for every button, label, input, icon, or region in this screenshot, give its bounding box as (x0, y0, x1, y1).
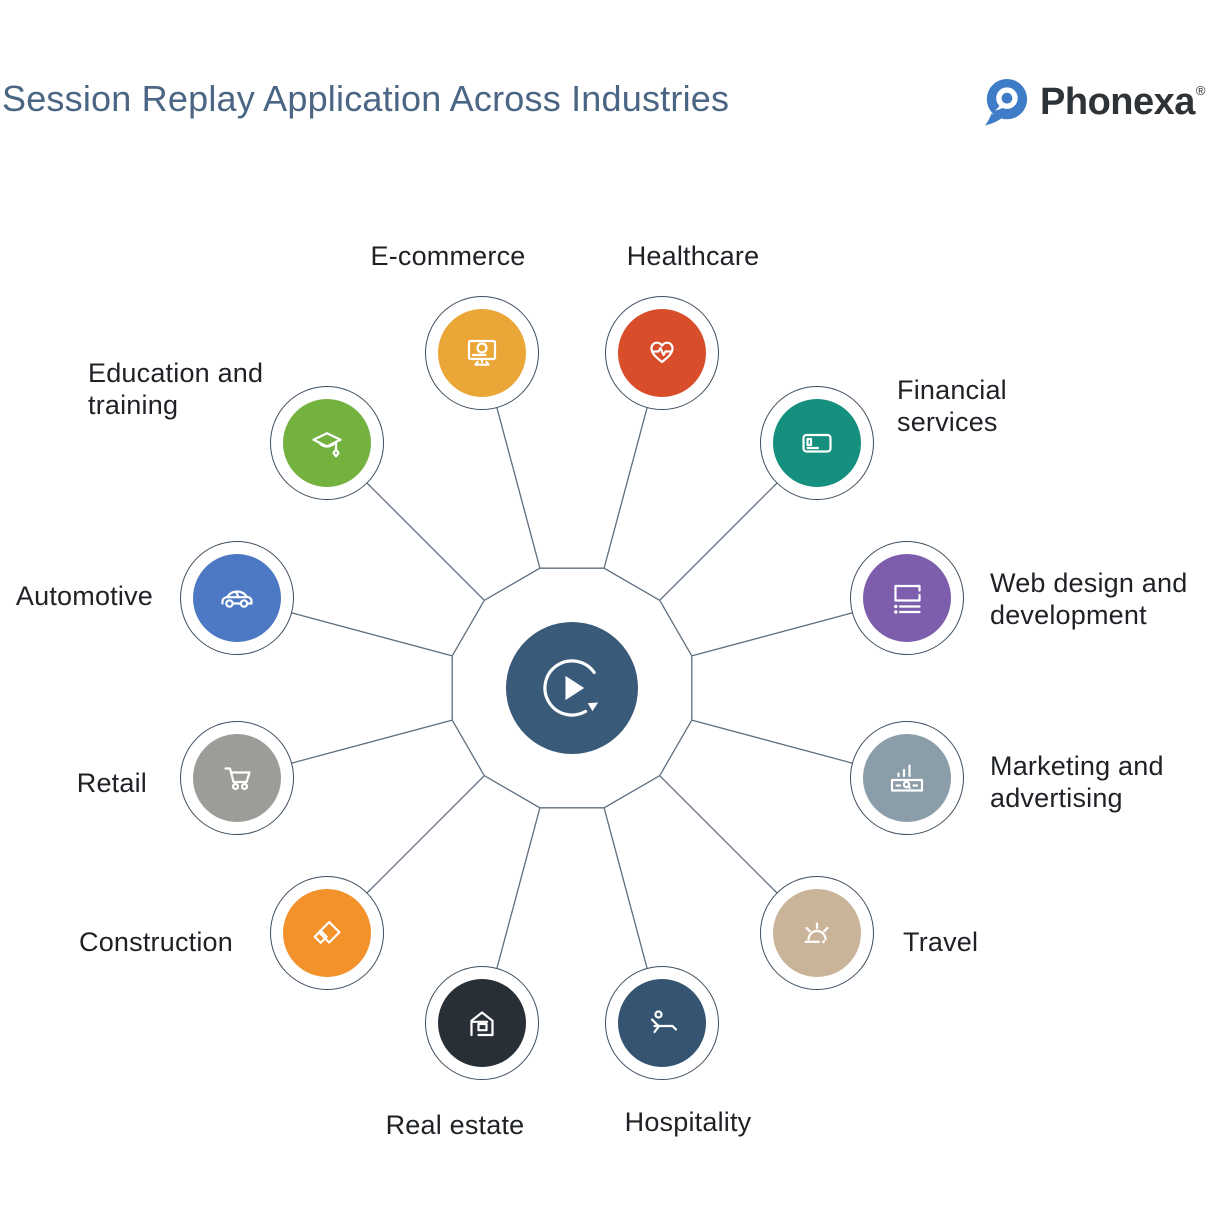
industry-node-marketing (850, 720, 965, 835)
industry-label-financial: Financial services (897, 375, 1007, 437)
page-title: Session Replay Application Across Indust… (2, 78, 730, 119)
industry-node-retail (179, 720, 294, 835)
industry-node-ecommerce (425, 295, 540, 410)
node-disc (282, 889, 371, 978)
connector-line (603, 807, 649, 971)
connector-line (289, 719, 453, 765)
industry-label-retail: Retail (76, 768, 147, 798)
brand-logo: Phonexa ® (982, 76, 1206, 128)
node-disc (863, 733, 952, 822)
industry-label-travel: Travel (903, 927, 979, 957)
connector-line (603, 405, 649, 569)
hospitality-lounger-icon (650, 1010, 677, 1034)
node-disc (773, 889, 862, 978)
connector-line (289, 611, 453, 657)
node-disc (438, 308, 527, 397)
node-disc (192, 733, 281, 822)
node-disc (617, 308, 706, 397)
connector-line (495, 405, 541, 569)
connector-line (691, 611, 855, 657)
industry-label-construction: Construction (79, 927, 233, 957)
node-disc (863, 554, 952, 643)
registered-mark: ® (1195, 82, 1206, 98)
node-disc (282, 398, 371, 487)
industry-label-hospitality: Hospitality (624, 1107, 752, 1137)
industry-node-education (269, 385, 384, 500)
marketing-ads-icon (891, 764, 924, 792)
industry-label-healthcare: Healthcare (626, 241, 760, 271)
connector-line (691, 719, 855, 765)
industry-node-hospitality (604, 966, 719, 1081)
industry-node-construction (269, 876, 384, 991)
industry-label-real-estate: Real estate (385, 1110, 525, 1140)
industry-label-ecommerce: E-commerce (370, 241, 526, 271)
industry-node-financial-services (760, 385, 875, 500)
financial-card-icon (802, 433, 832, 453)
connector-line (365, 775, 485, 895)
node-disc (773, 398, 862, 487)
phonexa-pin-icon (984, 78, 1028, 126)
brand-name: Phonexa (1040, 80, 1195, 123)
industry-node-automotive (179, 541, 294, 656)
session-replay-hub (506, 622, 638, 754)
retail-cart-icon (224, 767, 251, 790)
connector-line (495, 807, 541, 971)
node-disc (192, 554, 281, 643)
connector-line (659, 481, 779, 601)
automotive-car-icon (221, 590, 253, 608)
construction-bricks-icon (313, 921, 341, 945)
industry-label-web-design: Web design and development (990, 568, 1188, 630)
industry-label-automotive: Automotive (15, 581, 153, 611)
session-replay-icon (543, 659, 599, 717)
industry-node-web-design (850, 541, 965, 656)
connector-line (365, 481, 485, 601)
industry-node-travel (760, 876, 875, 991)
connector-line (659, 775, 779, 895)
node-disc (438, 979, 527, 1068)
industry-label-education: Education and training (88, 358, 264, 420)
brand-wordmark: Phonexa ® (1040, 81, 1205, 124)
industry-node-real-estate (425, 966, 540, 1081)
web-design-wireframe-icon (894, 585, 921, 614)
education-cap-icon (312, 431, 342, 458)
node-disc (617, 979, 706, 1068)
travel-sunrise-icon (804, 922, 829, 944)
industry-node-healthcare (604, 295, 719, 410)
ecommerce-monitor-icon (468, 339, 497, 366)
healthcare-heart-icon (650, 341, 674, 363)
industry-label-marketing: Marketing and advertising (990, 751, 1164, 813)
real-estate-house-icon (470, 1011, 494, 1037)
